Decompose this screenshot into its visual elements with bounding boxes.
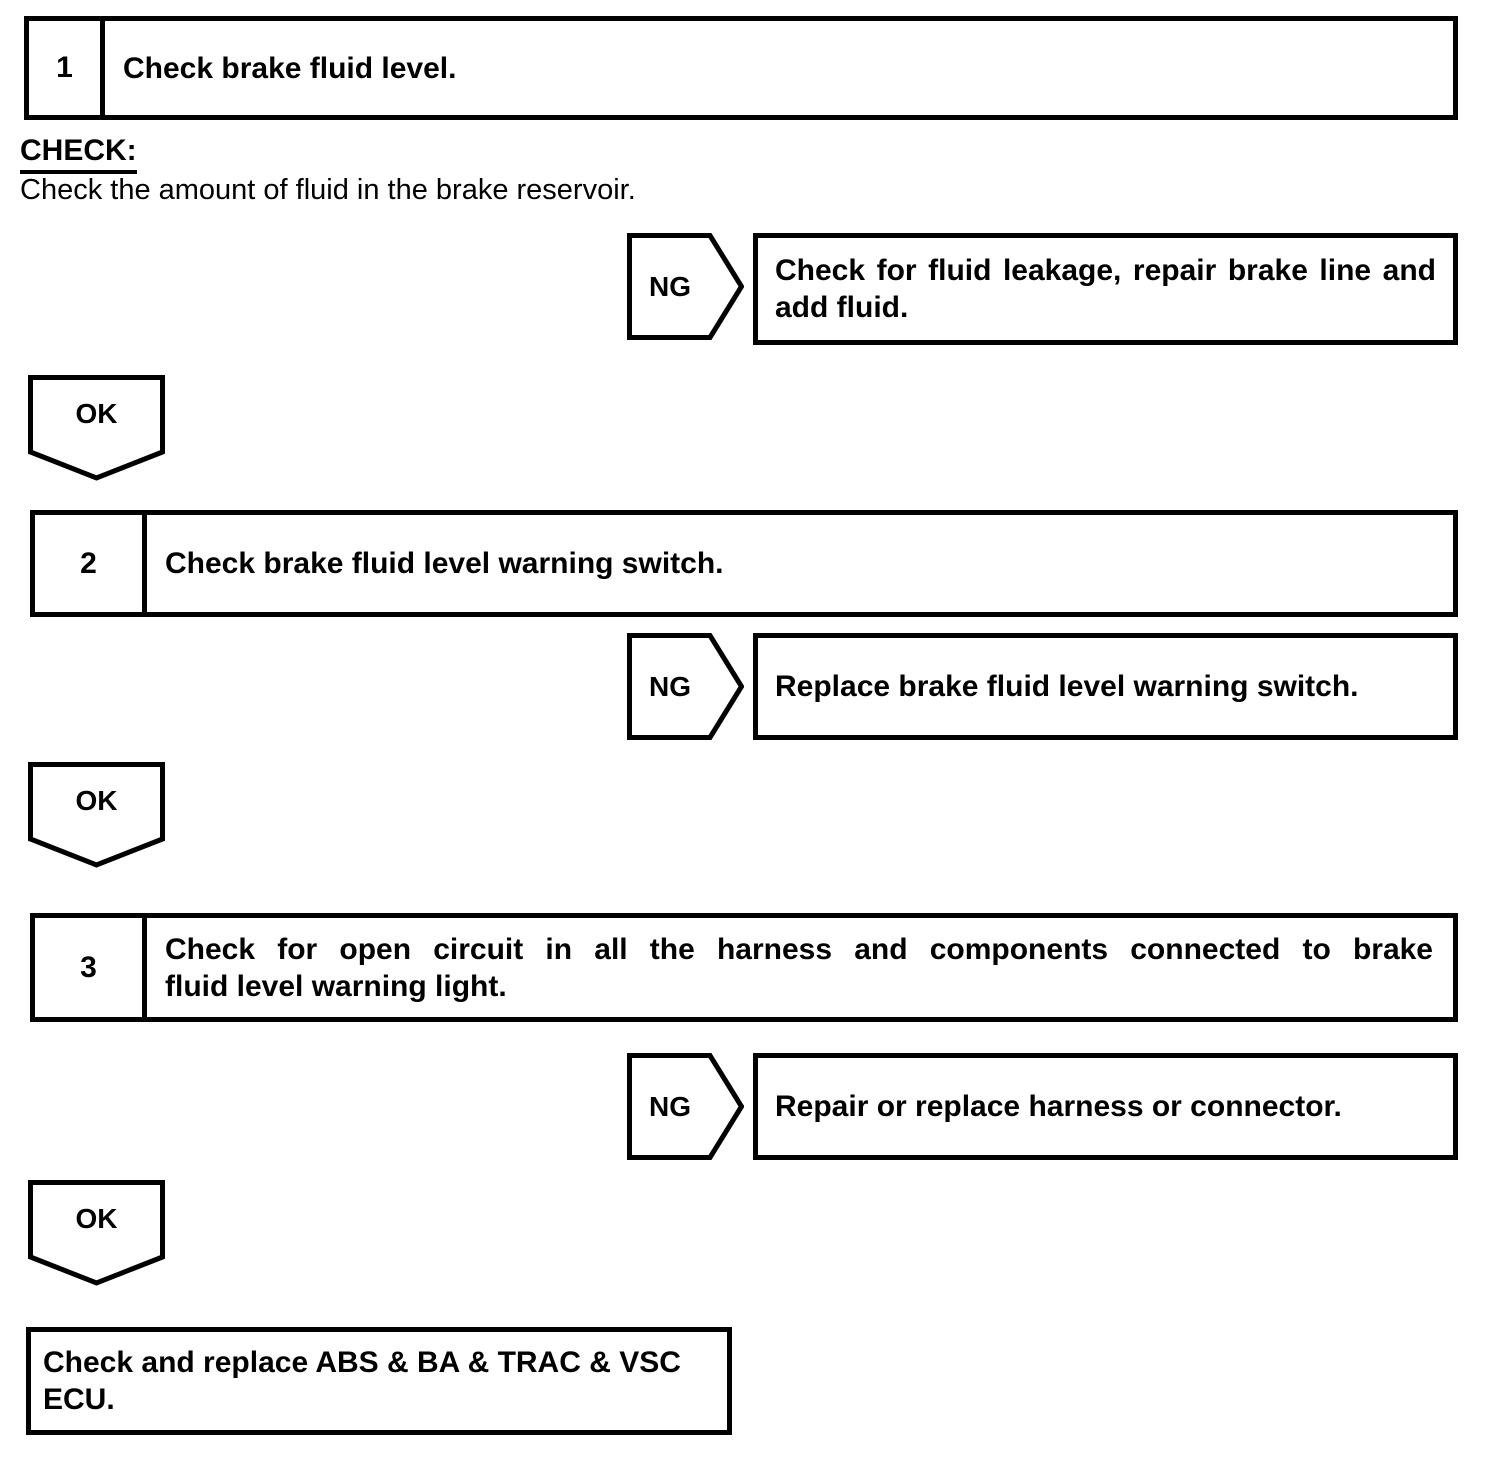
step-1-title: Check brake fluid level. bbox=[123, 51, 457, 85]
ng-label-2: NG bbox=[649, 670, 691, 702]
ng-label-1: NG bbox=[649, 270, 691, 302]
ng-action-box-2: Replace brake fluid level warning switch… bbox=[753, 633, 1458, 740]
final-action-line-1: Check and replace ABS & BA & TRAC & VSC bbox=[43, 1346, 681, 1379]
step-2-number: 2 bbox=[35, 515, 147, 612]
ng-arrow-icon bbox=[627, 1053, 745, 1160]
ok-connector-3: OK bbox=[28, 1180, 165, 1286]
ng-action-3-line-1: Repair or replace harness or connector. bbox=[775, 1090, 1342, 1123]
ng-action-1-line-1: Check for fluid leakage, repair brake li… bbox=[775, 254, 1436, 287]
ok-label-1: OK bbox=[75, 398, 118, 429]
ng-action-2-line-1: Replace brake fluid level warning switch… bbox=[775, 670, 1359, 703]
ok-connector-1: OK bbox=[28, 375, 165, 481]
step-1-box: 1 Check brake fluid level. bbox=[24, 16, 1458, 120]
ng-arrow-icon bbox=[627, 233, 745, 340]
step-2-box: 2 Check brake fluid level warning switch… bbox=[30, 510, 1458, 617]
ok-pentagon-icon bbox=[28, 762, 165, 868]
ng-connector-1: NG bbox=[627, 233, 745, 340]
final-action-box: Check and replace ABS & BA & TRAC & VSC … bbox=[26, 1327, 732, 1435]
step-3-number: 3 bbox=[35, 918, 147, 1017]
ng-action-1-line-2: add fluid. bbox=[775, 291, 909, 324]
ok-label-3: OK bbox=[75, 1203, 118, 1234]
ng-label-3: NG bbox=[649, 1090, 691, 1122]
step-2-title: Check brake fluid level warning switch. bbox=[165, 547, 724, 580]
step-1-number: 1 bbox=[29, 21, 105, 115]
ok-pentagon-icon bbox=[28, 1180, 165, 1286]
step-3-title-line-2: fluid level warning light. bbox=[165, 969, 507, 1003]
step-3-title-cell: Check for open circuit in all the harnes… bbox=[147, 918, 1453, 1017]
step-1-title-cell: Check brake fluid level. bbox=[105, 21, 1453, 115]
step-2-title-cell: Check brake fluid level warning switch. bbox=[147, 515, 1453, 612]
check-heading-wrap: CHECK: bbox=[20, 134, 137, 174]
ok-label-2: OK bbox=[75, 785, 118, 816]
step-3-title-line-1: Check for open circuit in all the harnes… bbox=[165, 932, 1433, 966]
ok-connector-2: OK bbox=[28, 762, 165, 868]
step-3-box: 3 Check for open circuit in all the harn… bbox=[30, 913, 1458, 1022]
ng-arrow-icon bbox=[627, 633, 745, 740]
check-heading: CHECK: bbox=[20, 134, 137, 174]
ng-action-box-3: Repair or replace harness or connector. bbox=[753, 1053, 1458, 1160]
ng-action-box-1: Check for fluid leakage, repair brake li… bbox=[753, 233, 1458, 345]
final-action-line-2: ECU. bbox=[43, 1383, 115, 1416]
ng-connector-2: NG bbox=[627, 633, 745, 740]
ng-connector-3: NG bbox=[627, 1053, 745, 1160]
ok-pentagon-icon bbox=[28, 375, 165, 481]
check-description: Check the amount of fluid in the brake r… bbox=[20, 174, 636, 206]
